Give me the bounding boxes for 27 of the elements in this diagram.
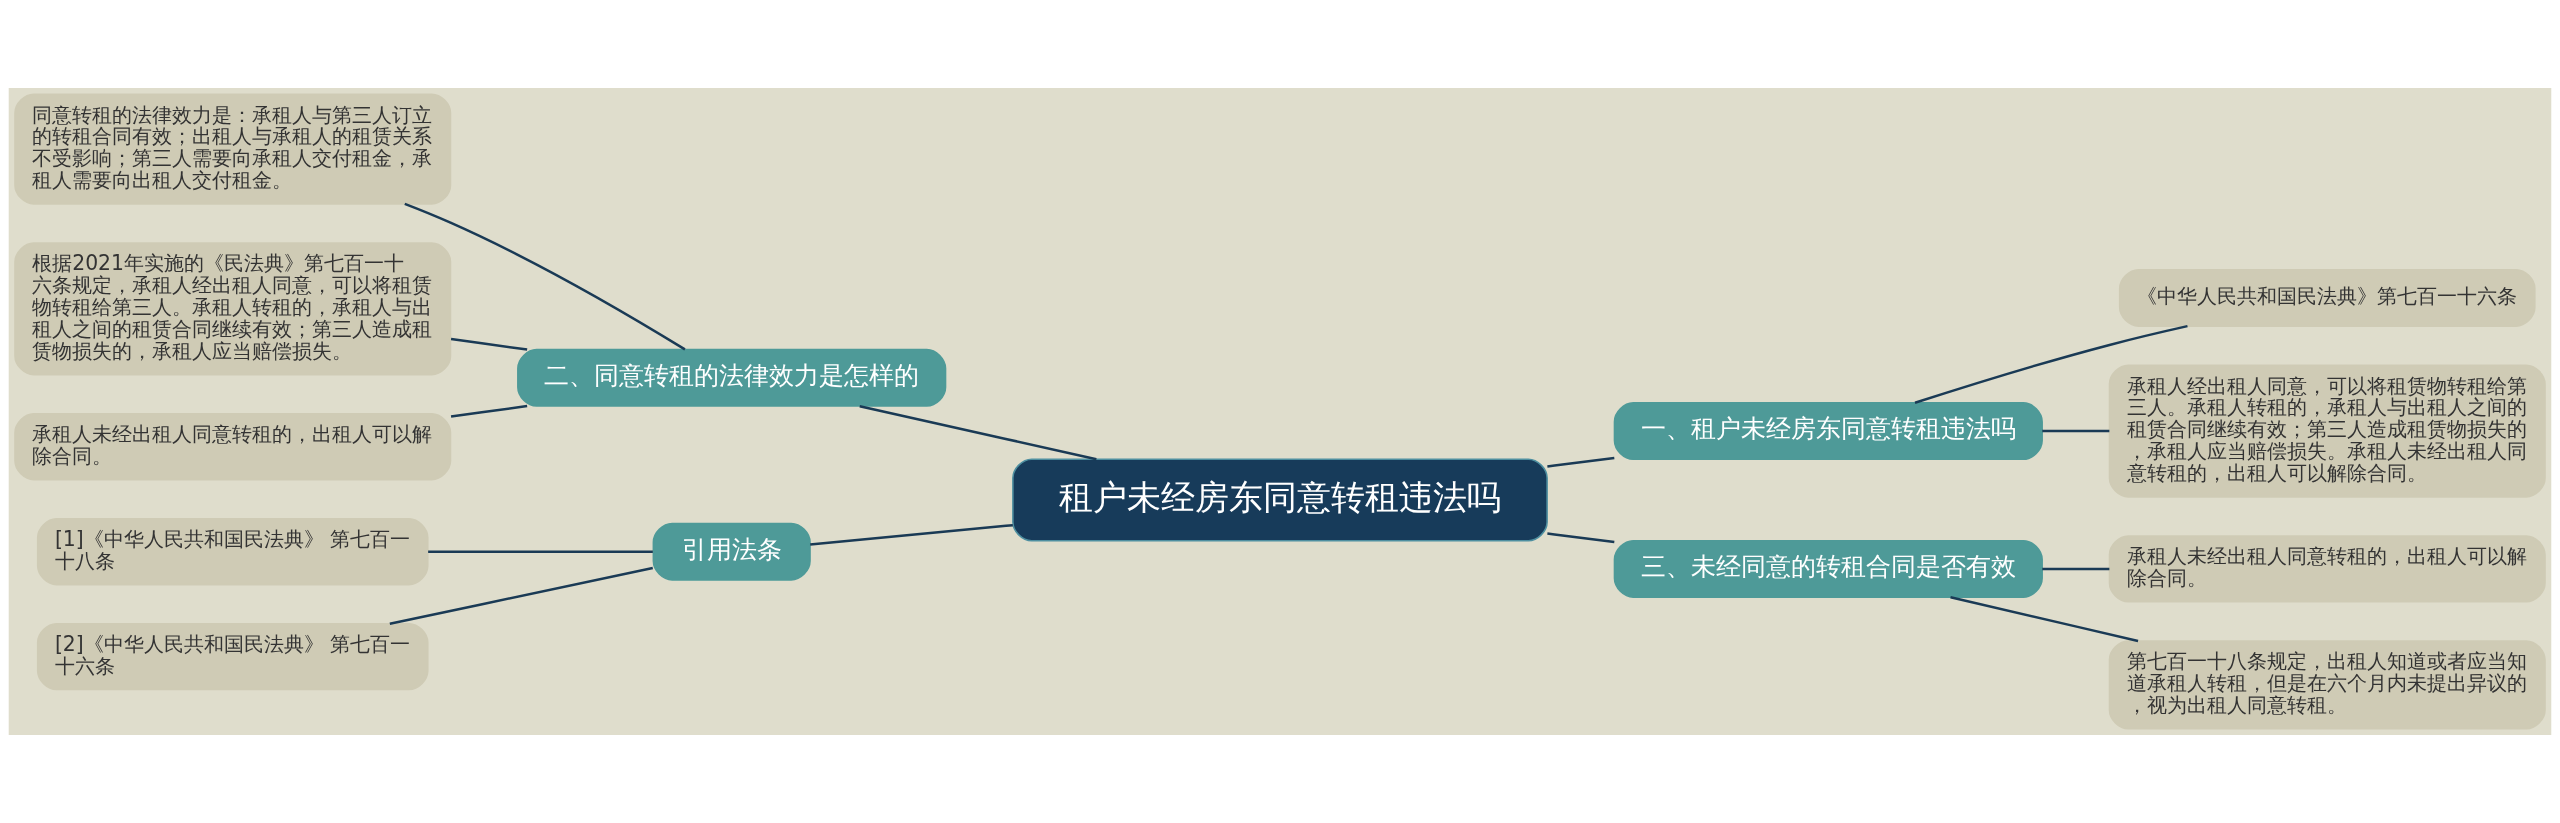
node-box: 租户未经房东同意转租违法吗 bbox=[1012, 458, 1548, 542]
connector bbox=[450, 337, 528, 351]
node-box: [2]《中华人民共和国民法典》 第七百一十六条 bbox=[36, 623, 429, 691]
connector bbox=[1547, 532, 1615, 544]
connector bbox=[1950, 595, 2139, 643]
node-box: 第七百一十八条规定，出租人知道或者应当知道承租人转租，但是在六个月内未提出异议的，视为出租人同意转租。 bbox=[2108, 640, 2546, 730]
node-box: 三、未经同意的转租合同是否有效 bbox=[1613, 539, 2043, 598]
node-box: 《中华人民共和国民法典》第七百一十六条 bbox=[2118, 268, 2536, 327]
node-box: 引用法条 bbox=[652, 522, 811, 581]
node-box: 承租人未经出租人同意转租的，出租人可以解除合同。 bbox=[2108, 535, 2546, 603]
connector bbox=[404, 202, 686, 351]
node-box: 二、同意转租的法律效力是怎样的 bbox=[517, 348, 947, 407]
node-box: 承租人经出租人同意，可以将租赁物转租给第三人。承租人转租的，承租人与出租人之间的租赁合同继续有效；第三人造成租赁物损失的，承租人应当赔偿损失。承租人未经出租人同意转租的，出租人可以解除合同。 bbox=[2108, 364, 2546, 498]
connector bbox=[389, 566, 654, 625]
node-box: 一、租户未经房东同意转租违法吗 bbox=[1613, 402, 2043, 461]
connector bbox=[859, 404, 1097, 461]
connector bbox=[450, 404, 528, 418]
connector bbox=[2042, 567, 2110, 571]
connector bbox=[1914, 324, 2188, 404]
connector bbox=[2042, 429, 2110, 433]
node-box: [1]《中华人民共和国民法典》 第七百一十八条 bbox=[36, 518, 429, 586]
node-box: 承租人未经出租人同意转租的，出租人可以解除合同。 bbox=[14, 413, 452, 481]
node-box: 同意转租的法律效力是：承租人与第三人订立的转租合同有效；出租人与承租人的租赁关系不受影响；第三人需要向承租人交付租金，承租人需要向出租人交付租金。 bbox=[14, 93, 452, 205]
connector bbox=[810, 523, 1013, 546]
connector bbox=[428, 550, 653, 553]
connector bbox=[1547, 456, 1615, 468]
node-box: 根据2021年实施的《民法典》第七百一十六条规定，承租人经出租人同意，可以将租赁物转租给第三人。承租人转租的，承租人与出租人之间的租赁合同继续有效；第三人造成租赁物损失的，承租人应当赔偿损失。 bbox=[14, 242, 452, 376]
